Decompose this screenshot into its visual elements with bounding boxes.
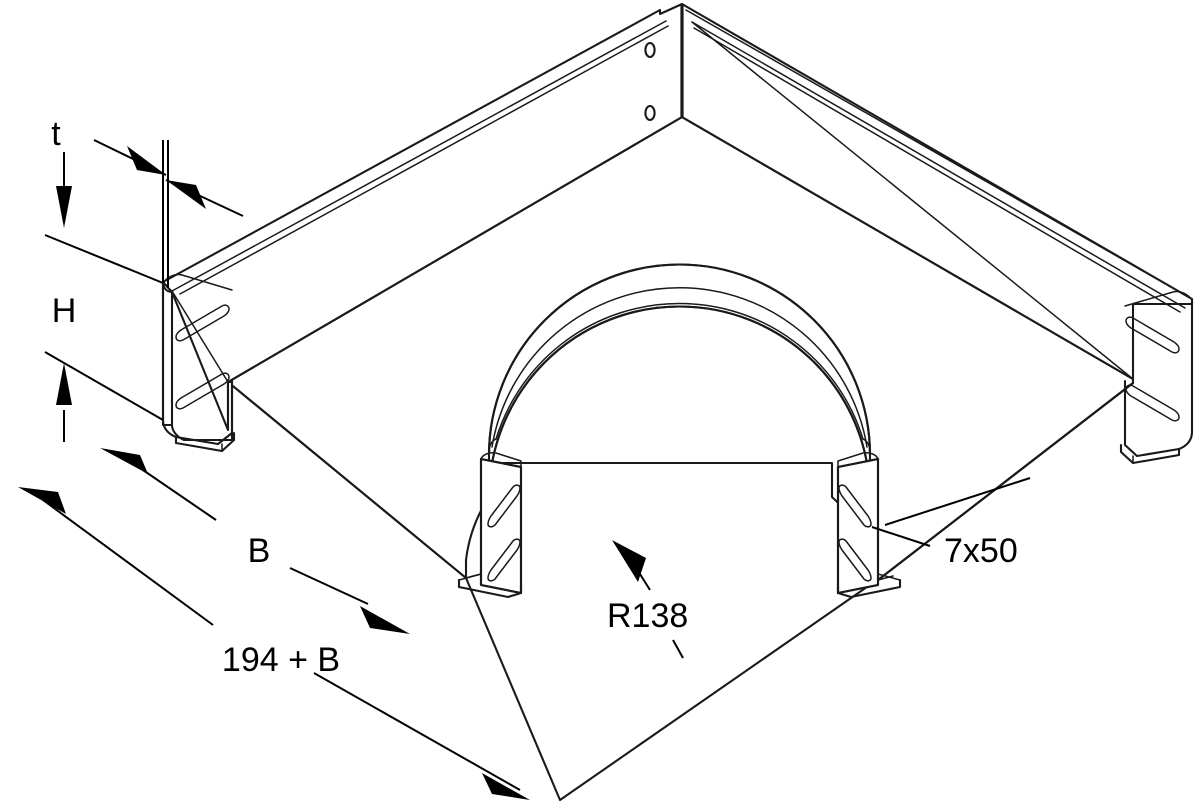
left-wall-bottom-bend xyxy=(171,290,229,383)
dimension-width-B: B xyxy=(100,448,410,634)
t-vertical-arrowhead xyxy=(56,186,72,228)
inner-right-plate-floor-join xyxy=(877,575,894,581)
floor-lower-skirt xyxy=(464,576,879,802)
inner-right-end-plate xyxy=(836,452,902,599)
left-wall-lip-ridge xyxy=(179,25,669,295)
right-wall-bottom-bend xyxy=(691,21,1134,380)
left-end-plate-top-edge xyxy=(162,273,233,291)
left-end-plate-face xyxy=(161,280,234,442)
H-extension-upper xyxy=(44,234,164,284)
right-wall-lip-ridge xyxy=(693,27,1181,313)
right-end-plate-outline xyxy=(1123,298,1194,458)
left-end-plate-slot-upper xyxy=(175,304,230,342)
dimension-slot-size: 7x50 xyxy=(871,477,1031,570)
H-arrowhead-up xyxy=(56,363,72,405)
inner-left-plate-floor-join xyxy=(465,573,482,579)
inner-right-plate-flange xyxy=(836,578,902,599)
length-leader-right xyxy=(313,672,521,791)
tray-body xyxy=(161,2,1194,802)
inner-arc-top-edge xyxy=(487,263,872,457)
length-arrowhead-right xyxy=(482,773,530,800)
dimension-label-B: B xyxy=(248,532,271,570)
dimension-overall-length: 194 + B xyxy=(18,487,530,800)
inner-left-plate-slot-upper xyxy=(487,484,521,528)
B-leader-right xyxy=(289,567,369,605)
right-wall-top-lip-inner xyxy=(691,21,1186,309)
dimension-label-R138: R138 xyxy=(607,597,688,635)
B-leader-left xyxy=(139,467,217,521)
dimension-height: H xyxy=(44,152,164,442)
right-end-plate xyxy=(1119,290,1194,465)
length-leader-left xyxy=(42,499,214,626)
inner-left-plate-face xyxy=(479,457,523,595)
floor-outer-bottom-left xyxy=(226,380,468,580)
radius-tail-tick xyxy=(672,639,684,659)
corner-hole-lower xyxy=(644,104,656,122)
right-wall-top-lip-outer xyxy=(685,9,1193,300)
inner-left-plate-flange xyxy=(457,578,523,599)
inner-arc-rim-outer xyxy=(495,302,864,440)
slot-leader-upper xyxy=(884,477,1031,526)
dimension-label-slot-size: 7x50 xyxy=(944,532,1018,570)
floor-outer-bottom-right xyxy=(876,381,1135,582)
H-extension-lower xyxy=(44,351,164,421)
inner-right-plate-face xyxy=(836,457,880,595)
B-arrowhead-right xyxy=(360,606,410,634)
inner-left-end-plate xyxy=(457,452,523,599)
left-end-plate xyxy=(161,273,236,453)
inner-right-plate-slot-lower xyxy=(838,538,872,582)
dimension-label-H: H xyxy=(52,292,77,330)
inner-left-plate-top xyxy=(480,452,522,468)
left-arm-side-wall xyxy=(161,2,684,427)
dimension-label-overall-length: 194 + B xyxy=(222,641,340,679)
left-end-plate-slot-lower xyxy=(175,372,230,410)
right-end-plate-slot-lower xyxy=(1125,384,1180,422)
dimension-thickness: t xyxy=(51,115,244,288)
inner-right-plate-top xyxy=(837,452,879,468)
length-arrowhead-left xyxy=(18,487,66,514)
inner-curved-wall xyxy=(487,263,872,499)
B-arrowhead-left xyxy=(100,448,148,474)
t-arrowhead-left xyxy=(127,146,166,175)
left-end-plate-outline xyxy=(161,281,234,446)
left-wall-top-lip-inner xyxy=(171,20,667,292)
radius-arrowhead xyxy=(612,540,646,582)
right-end-plate-top-edge xyxy=(1124,290,1193,307)
inner-arc-rim-mid xyxy=(491,287,868,448)
dimension-bend-radius: R138 xyxy=(607,540,688,659)
inner-right-plate-slot-upper xyxy=(838,484,872,528)
t-arrowhead-right xyxy=(166,180,206,209)
inner-arc-bottom-edge xyxy=(487,305,872,499)
outer-corner-edge xyxy=(644,4,684,122)
dimension-label-t: t xyxy=(51,115,61,153)
slot-leader-lower xyxy=(871,526,931,547)
inner-left-plate-slot-lower xyxy=(487,538,521,582)
corner-hole-upper xyxy=(644,41,656,59)
left-wall-top-lip-outer xyxy=(162,9,661,283)
right-end-plate-slot-upper xyxy=(1125,316,1180,354)
